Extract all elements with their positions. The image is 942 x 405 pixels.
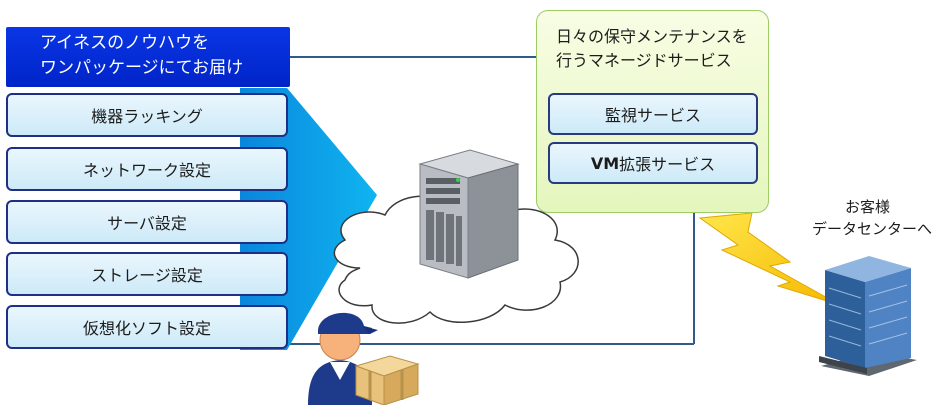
step-rack-mounting: 機器ラッキング [6, 93, 288, 137]
managed-service-title-line-2: 行うマネージドサービス [556, 51, 732, 70]
managed-service-title-line-1: 日々の保守メンテナンスを [556, 27, 748, 46]
step-virtualization-config: 仮想化ソフト設定 [6, 305, 288, 349]
service-vm-prefix: VM [590, 153, 620, 173]
step-server-config: サーバ設定 [6, 200, 288, 244]
step-storage-config: ストレージ設定 [6, 252, 288, 296]
package-header-line-2: ワンパッケージにてお届け [40, 58, 244, 78]
destination-label-line-1: お客様 [845, 198, 891, 216]
parcel-icon [354, 355, 420, 405]
step-network-config: ネットワーク設定 [6, 147, 288, 191]
service-vm-suffix: 拡張サービス [619, 155, 716, 174]
destination-label: お客様 データセンターへ [812, 196, 942, 240]
managed-service-title: 日々の保守メンテナンスを 行うマネージドサービス [556, 25, 766, 73]
package-header-line-1: アイネスのノウハウを [40, 33, 210, 53]
destination-label-line-2: データセンターへ [812, 220, 933, 238]
server-icon [418, 149, 520, 279]
building-icon [819, 256, 917, 376]
service-monitoring: 監視サービス [548, 93, 758, 135]
package-header: アイネスのノウハウを ワンパッケージにてお届け [6, 27, 290, 87]
